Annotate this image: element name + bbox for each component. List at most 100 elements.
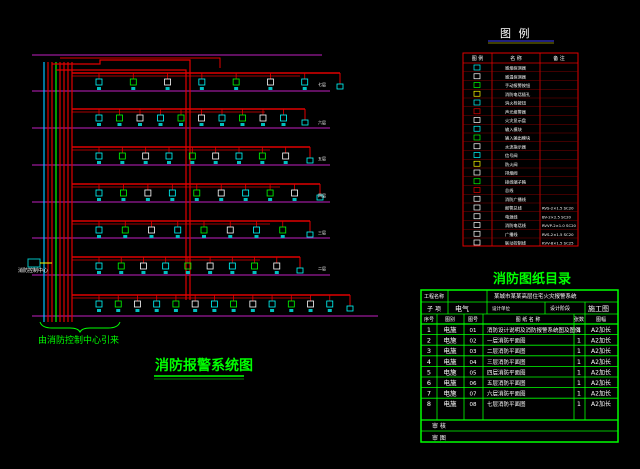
legend-item-name: 感温探测器 bbox=[505, 73, 527, 80]
catalog-row-qty: 1 bbox=[577, 379, 581, 387]
catalog-row-size: A2加长 bbox=[591, 326, 611, 334]
device-module-icon bbox=[240, 123, 245, 126]
alarm-device-icon bbox=[174, 226, 182, 234]
riser-line bbox=[60, 57, 221, 68]
catalog-row-cat: 电施 bbox=[444, 389, 458, 398]
device-module-icon bbox=[179, 123, 183, 126]
catalog-row-size: A2加长 bbox=[591, 358, 611, 366]
device-module-icon bbox=[261, 123, 265, 126]
control-center-panel: 消防控制中心 bbox=[18, 258, 52, 274]
catalog-row-num: 01 bbox=[470, 328, 477, 334]
device-module-icon bbox=[208, 271, 213, 274]
device-module-icon bbox=[121, 198, 126, 201]
floor-tag: 三层 bbox=[318, 229, 326, 235]
alarm-device-icon bbox=[153, 300, 161, 308]
alarm-device-icon bbox=[259, 114, 267, 122]
catalog-row-qty: 1 bbox=[577, 358, 581, 366]
device-module-icon bbox=[116, 309, 121, 312]
alarm-device-icon bbox=[307, 300, 314, 308]
alarm-device-icon bbox=[267, 78, 274, 86]
device-module-icon bbox=[254, 235, 259, 238]
catalog-row-name: 五层消防平面图 bbox=[487, 379, 526, 387]
catalog-row-no: 7 bbox=[427, 390, 431, 398]
device-module-icon bbox=[190, 161, 195, 164]
alarm-device-icon bbox=[116, 114, 123, 122]
legend-item-name: 排烟阀 bbox=[505, 170, 518, 177]
device-module-icon bbox=[292, 198, 297, 201]
device-module-icon bbox=[252, 271, 257, 274]
device-module-icon bbox=[280, 235, 285, 238]
device-module-icon bbox=[123, 235, 128, 238]
legend-frame bbox=[462, 52, 579, 247]
alarm-device-icon bbox=[177, 114, 185, 122]
catalog-row-qty: 1 bbox=[577, 400, 581, 408]
catalog-discipline: 电气 bbox=[455, 304, 469, 313]
device-module-icon bbox=[308, 309, 313, 312]
floor-tag: 五层 bbox=[318, 155, 326, 161]
device-module-icon bbox=[250, 309, 255, 312]
alarm-device-icon bbox=[188, 152, 196, 160]
alarm-device-icon bbox=[212, 152, 220, 160]
legend-item-note: KVV-8×1.5 SC25 bbox=[542, 241, 574, 246]
device-module-icon bbox=[199, 87, 204, 90]
alarm-device-icon bbox=[193, 189, 201, 197]
legend-symbol-icon bbox=[473, 73, 481, 80]
device-module-icon bbox=[143, 161, 148, 164]
legend-symbol-icon bbox=[473, 108, 481, 115]
alarm-device-icon bbox=[226, 226, 234, 234]
device-module-icon bbox=[138, 123, 142, 126]
catalog-project-name: 某城市某某高层住宅火灾报警系统 bbox=[494, 292, 577, 300]
catalog-row-name: 六层消防平面图 bbox=[487, 390, 526, 398]
device-module-icon bbox=[131, 87, 136, 90]
legend-header: 名 称 bbox=[510, 55, 522, 62]
legend-header: 图 例 bbox=[472, 55, 484, 62]
legend-symbol-icon bbox=[473, 213, 481, 220]
device-module-icon bbox=[302, 87, 307, 90]
legend-symbol-icon bbox=[473, 187, 481, 193]
alarm-device-icon bbox=[140, 262, 147, 270]
device-module-icon bbox=[231, 309, 236, 312]
alarm-device-icon bbox=[136, 114, 144, 122]
legend-item-name: 输入输出模块 bbox=[505, 135, 531, 142]
catalog-row-qty: 1 bbox=[577, 337, 581, 345]
legend-symbol-icon bbox=[473, 143, 481, 150]
col-header-cat: 图别 bbox=[445, 316, 455, 323]
alarm-device-icon bbox=[191, 300, 199, 308]
riser-line bbox=[56, 69, 187, 300]
catalog-row-size: A2加长 bbox=[591, 379, 611, 387]
device-module-icon bbox=[219, 198, 224, 201]
riser-line bbox=[52, 59, 191, 300]
catalog-row-num: 05 bbox=[470, 370, 477, 376]
legend-symbol-icon bbox=[473, 230, 481, 237]
legend-item-name: 感烟探测器 bbox=[505, 65, 527, 72]
device-module-icon bbox=[97, 235, 101, 238]
legend-item-name: 联动控制线 bbox=[505, 240, 527, 247]
alarm-device-icon bbox=[172, 300, 180, 308]
catalog-unit-label: 设计单位 bbox=[492, 305, 510, 312]
device-module-icon bbox=[230, 271, 235, 274]
alarm-device-icon bbox=[95, 78, 103, 86]
catalog-row-name: 三层消防平面图 bbox=[487, 358, 526, 366]
end-device-icon bbox=[336, 83, 344, 90]
device-module-icon bbox=[119, 271, 124, 274]
catalog-row-cat: 电施 bbox=[444, 357, 458, 366]
alarm-device-icon bbox=[251, 262, 258, 270]
legend-item-note: RVS-2×1.5 SC20 bbox=[542, 206, 574, 211]
device-module-icon bbox=[283, 161, 288, 164]
catalog-row-name: 七层消防平面图 bbox=[487, 400, 526, 408]
legend-item-name: 手动报警按钮 bbox=[505, 82, 530, 89]
alarm-device-icon bbox=[144, 189, 152, 197]
device-module-icon bbox=[234, 87, 239, 90]
device-module-icon bbox=[173, 309, 178, 312]
alarm-device-icon bbox=[95, 226, 103, 234]
catalog-row-no: 2 bbox=[427, 337, 431, 345]
alarm-device-icon bbox=[279, 226, 287, 234]
device-module-icon bbox=[97, 123, 101, 126]
device-module-icon bbox=[97, 271, 101, 274]
catalog-row-num: 08 bbox=[470, 402, 477, 408]
catalog-row-name: 消防设计说明及消防报警系统图及图例 bbox=[487, 326, 581, 334]
legend-item-name: 声光报警器 bbox=[505, 108, 527, 115]
device-module-icon bbox=[274, 271, 279, 274]
